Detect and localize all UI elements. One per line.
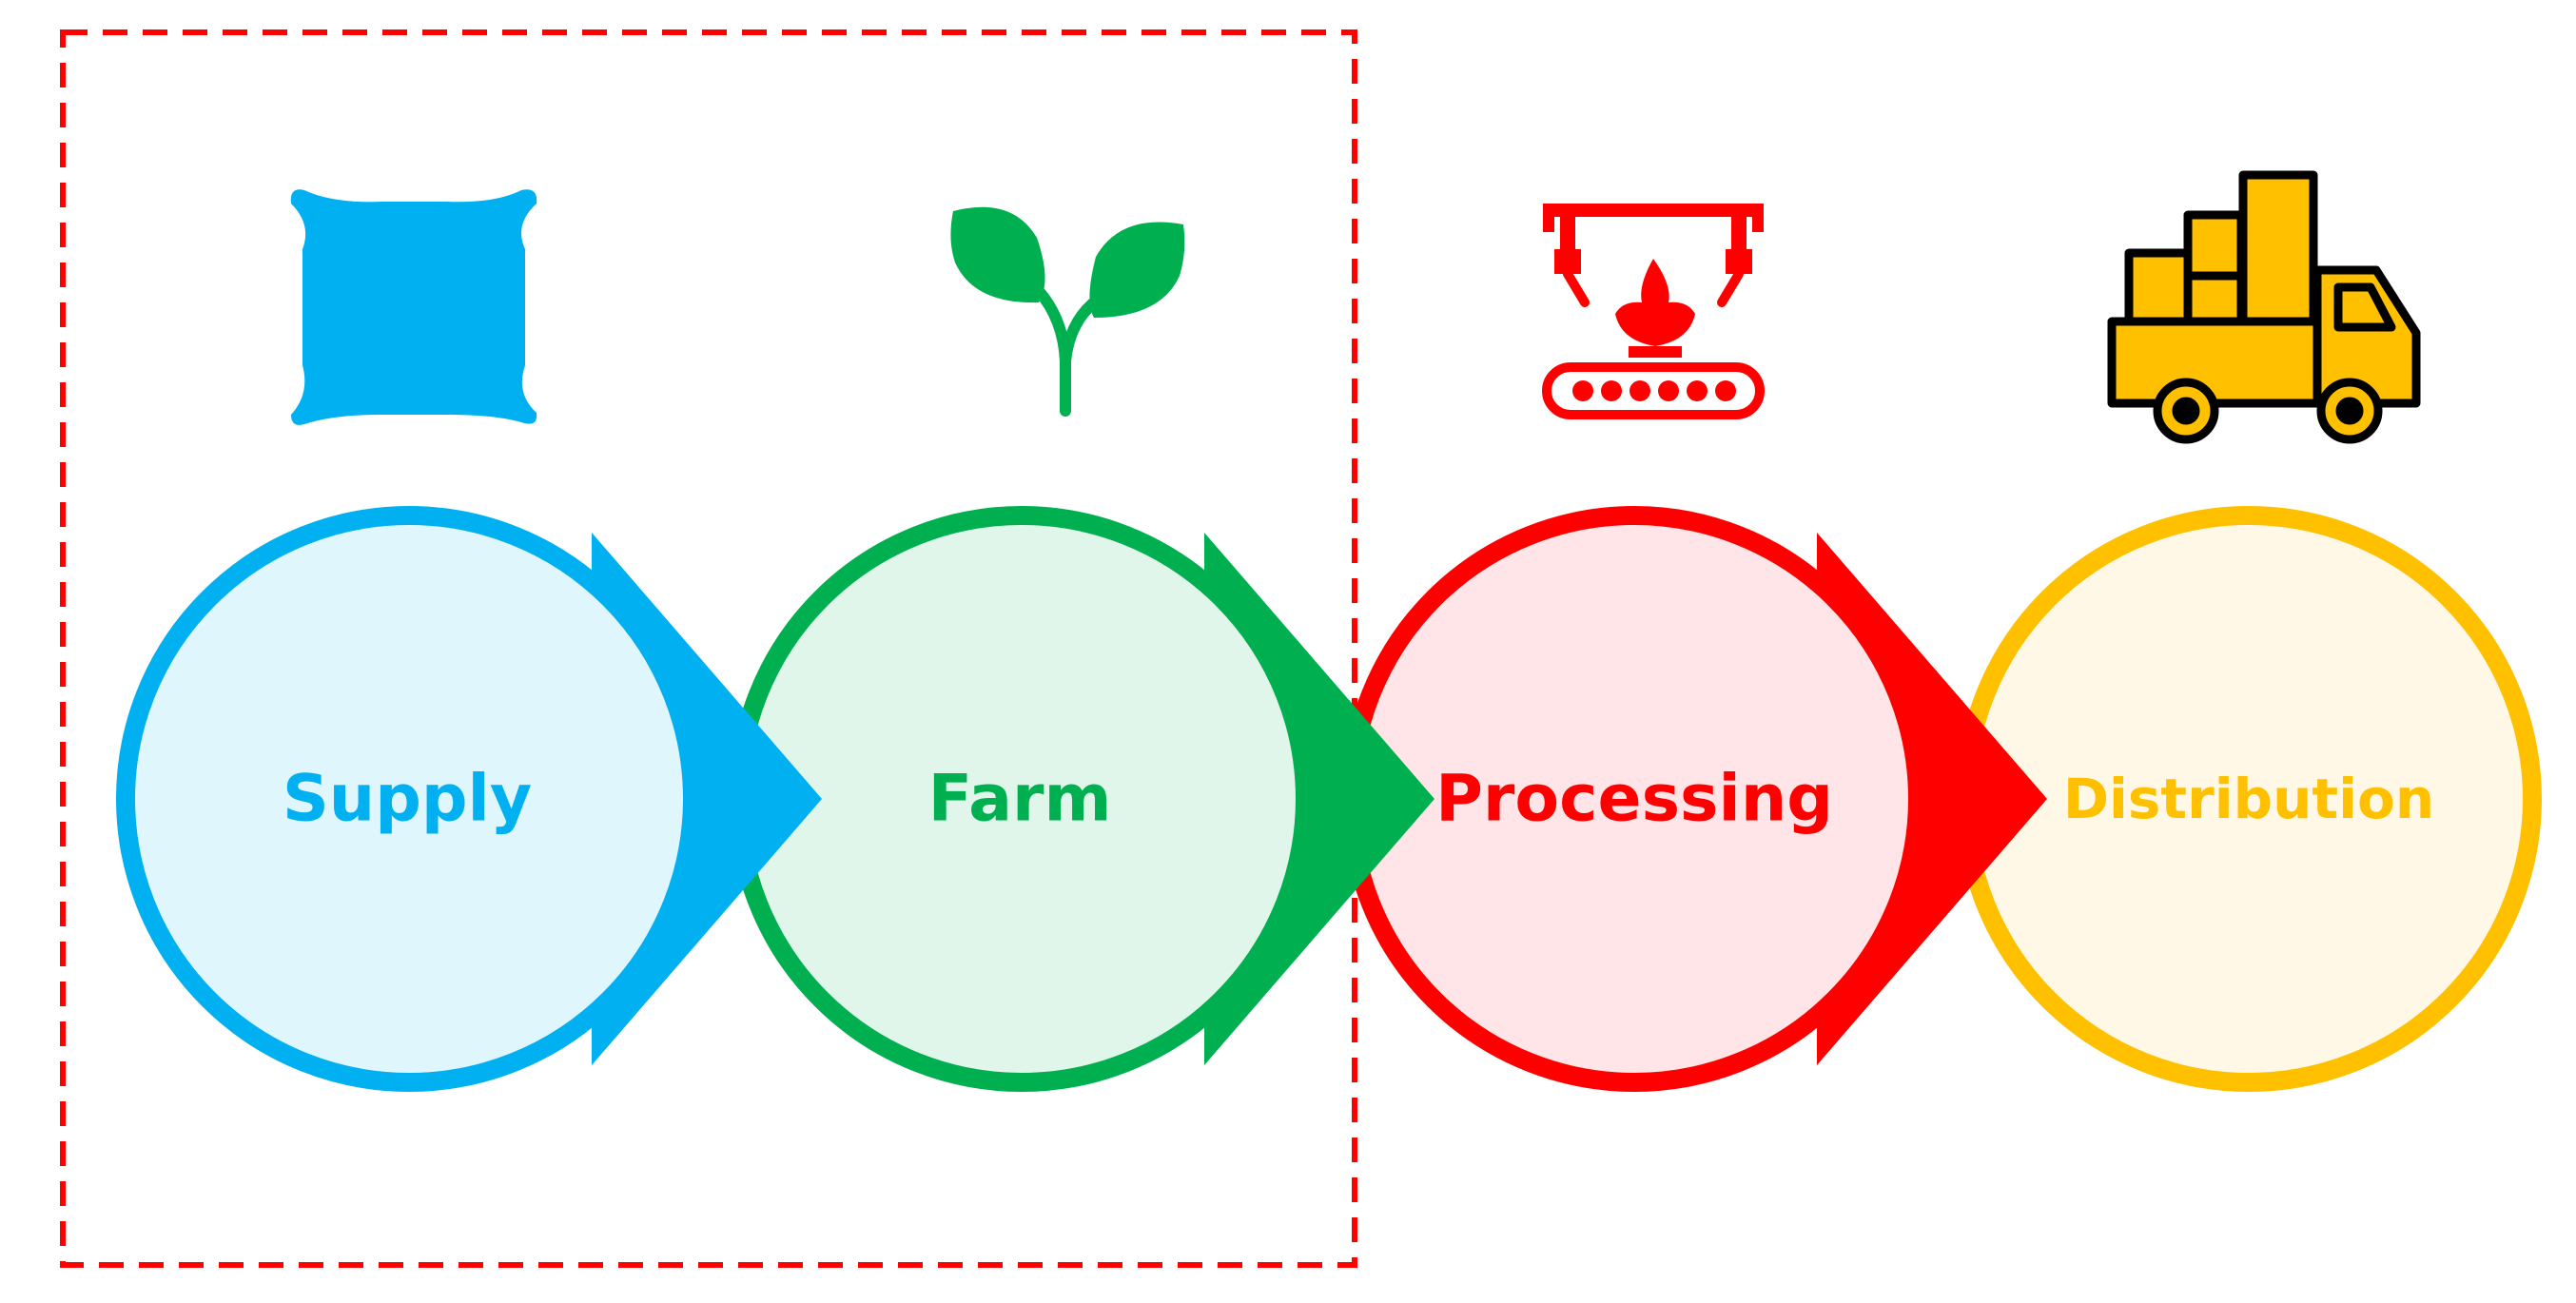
processing-machine-icon bbox=[1542, 204, 1765, 419]
delivery-truck-icon bbox=[2107, 170, 2421, 444]
stage-supply-circle bbox=[116, 506, 702, 1092]
seedling-icon bbox=[950, 206, 1185, 417]
highlight-box bbox=[60, 29, 1357, 1268]
stage-processing bbox=[1341, 506, 2047, 1092]
stage-label-distribution: Distribution bbox=[2063, 767, 2434, 831]
stage-farm bbox=[729, 506, 1434, 1092]
sack-icon bbox=[290, 189, 537, 425]
stage-label-processing: Processing bbox=[1435, 762, 1833, 837]
stage-supply bbox=[116, 506, 822, 1092]
stage-label-supply: Supply bbox=[283, 762, 532, 837]
stage-label-farm: Farm bbox=[928, 762, 1112, 837]
